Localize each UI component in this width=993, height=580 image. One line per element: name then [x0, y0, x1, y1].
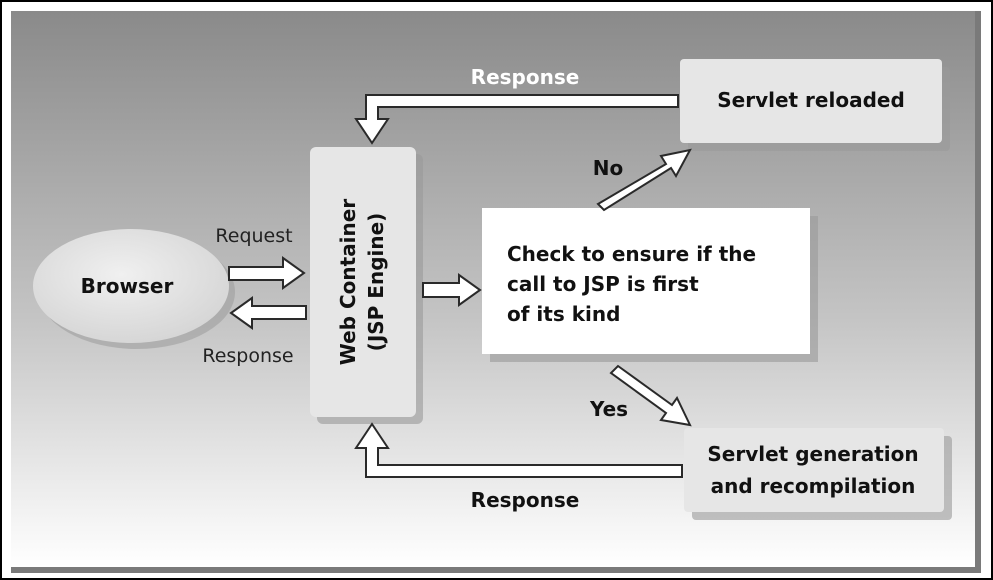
generation-label-line1: Servlet generation — [707, 442, 918, 466]
reloaded-label: Servlet reloaded — [717, 88, 905, 112]
browser-node — [33, 229, 229, 343]
check-label-line3: of its kind — [507, 302, 620, 326]
check-node — [482, 208, 810, 354]
response-arrow-bottom — [354, 422, 683, 478]
no-arrow — [596, 148, 692, 212]
label-response-bottom: Response — [471, 488, 580, 512]
web-container-node — [310, 147, 416, 417]
servlet-generation-node — [684, 428, 944, 512]
check-label-line1: Check to ensure if the — [507, 242, 756, 266]
check-label-line2: call to JSP is first — [507, 272, 699, 296]
yes-arrow — [609, 364, 692, 427]
label-request: Request — [215, 225, 292, 247]
generation-label-line2: and recompilation — [711, 474, 916, 498]
label-yes: Yes — [589, 397, 628, 421]
container-label-line1: Web Container — [336, 199, 360, 366]
label-response-left: Response — [202, 345, 293, 367]
panel-right-edge — [975, 11, 981, 573]
label-no: No — [593, 156, 623, 180]
request-arrow — [228, 256, 306, 290]
container-label-line2: (JSP Engine) — [364, 213, 388, 352]
container-to-check-arrow — [422, 273, 482, 307]
response-arrow-top — [354, 94, 679, 145]
servlet-reloaded-node — [680, 59, 942, 143]
panel-bottom-edge — [11, 567, 981, 573]
browser-label: Browser — [81, 274, 174, 298]
response-arrow-left — [229, 296, 307, 330]
label-response-top: Response — [471, 65, 580, 89]
